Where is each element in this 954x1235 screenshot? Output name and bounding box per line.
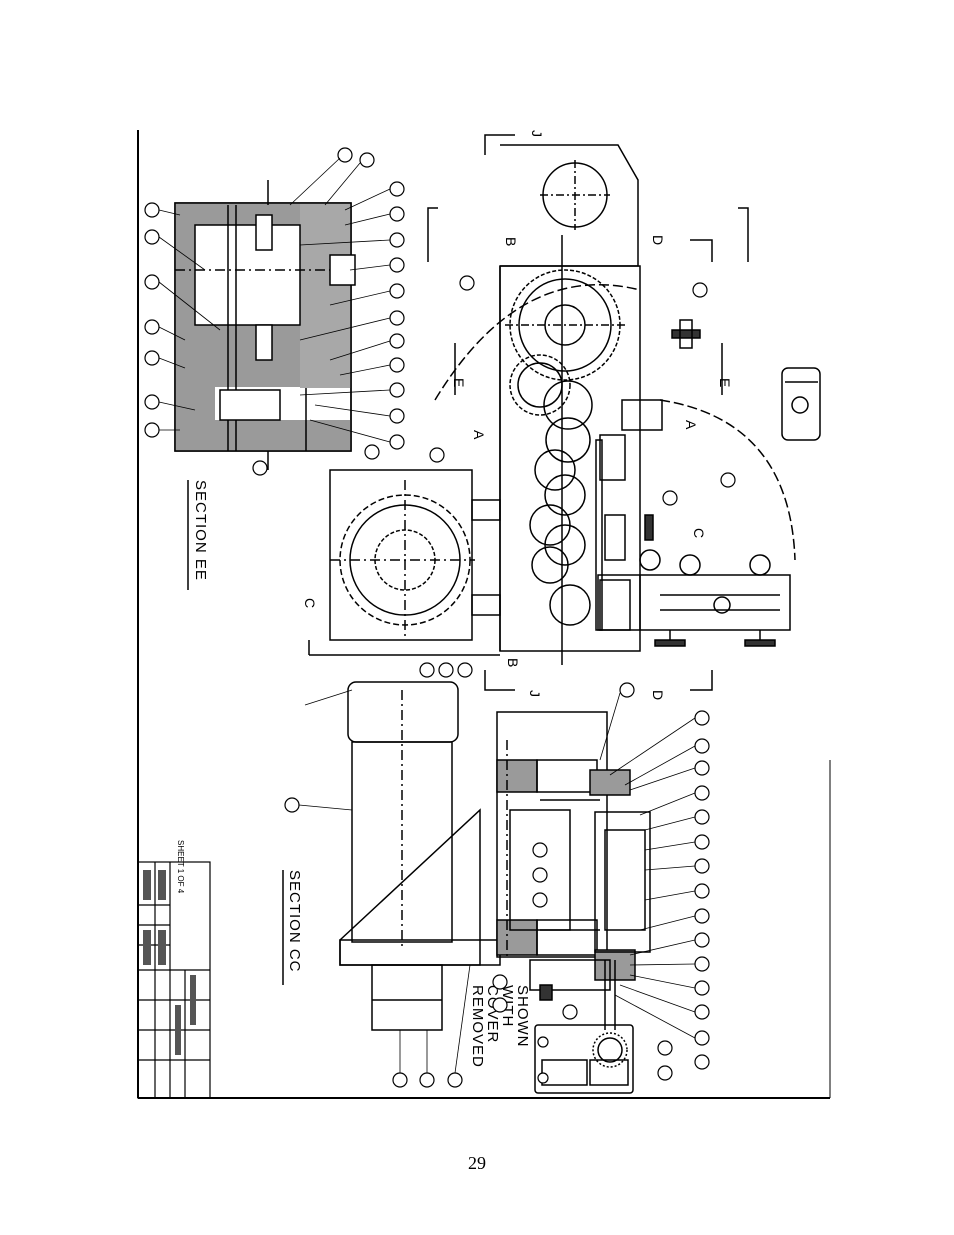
detail-inset-top	[781, 367, 821, 441]
cover-note-line-4: REMOVED	[469, 985, 486, 1068]
cover-note: SHOWN WITH COVER REMOVED	[469, 985, 531, 1068]
cutting-plane-e-right: E	[717, 378, 733, 387]
main-assembly-view	[308, 134, 796, 691]
cutting-plane-e-left: E	[451, 378, 467, 387]
section-cc-label: SECTION CC	[286, 870, 303, 973]
cutting-plane-c-left: C	[302, 598, 318, 608]
cutting-plane-b-top: B	[503, 237, 519, 246]
cutting-plane-a-left: A	[471, 430, 487, 440]
section-ee-label: SECTION EE	[192, 480, 209, 581]
cutting-plane-a-right: A	[683, 420, 699, 430]
cutting-plane-d-bottom: D	[650, 690, 666, 700]
cutting-plane-d-top: D	[650, 235, 666, 245]
section-ee-view	[174, 180, 356, 470]
cutting-plane-letters: J J B B D D E E A A C C	[302, 130, 733, 700]
section-cc-view	[339, 681, 651, 1094]
part-balloons-cc	[284, 682, 710, 1088]
title-block	[137, 861, 211, 1099]
cutting-plane-j-bottom: J	[527, 690, 543, 697]
cutting-plane-c-right: C	[691, 528, 707, 538]
leader-lines-cc	[298, 689, 696, 1074]
part-balloons-main	[419, 275, 736, 678]
sheet-note: SHEET 1 OF 4	[176, 840, 185, 894]
cutting-plane-e-markers	[427, 207, 749, 395]
cutting-plane-b-bottom: B	[505, 658, 521, 667]
page-number: 29	[468, 1153, 486, 1173]
cover-note-line-1: SHOWN	[514, 985, 531, 1048]
cutting-plane-j-top: J	[529, 130, 545, 137]
leader-lines-ee	[158, 157, 391, 443]
